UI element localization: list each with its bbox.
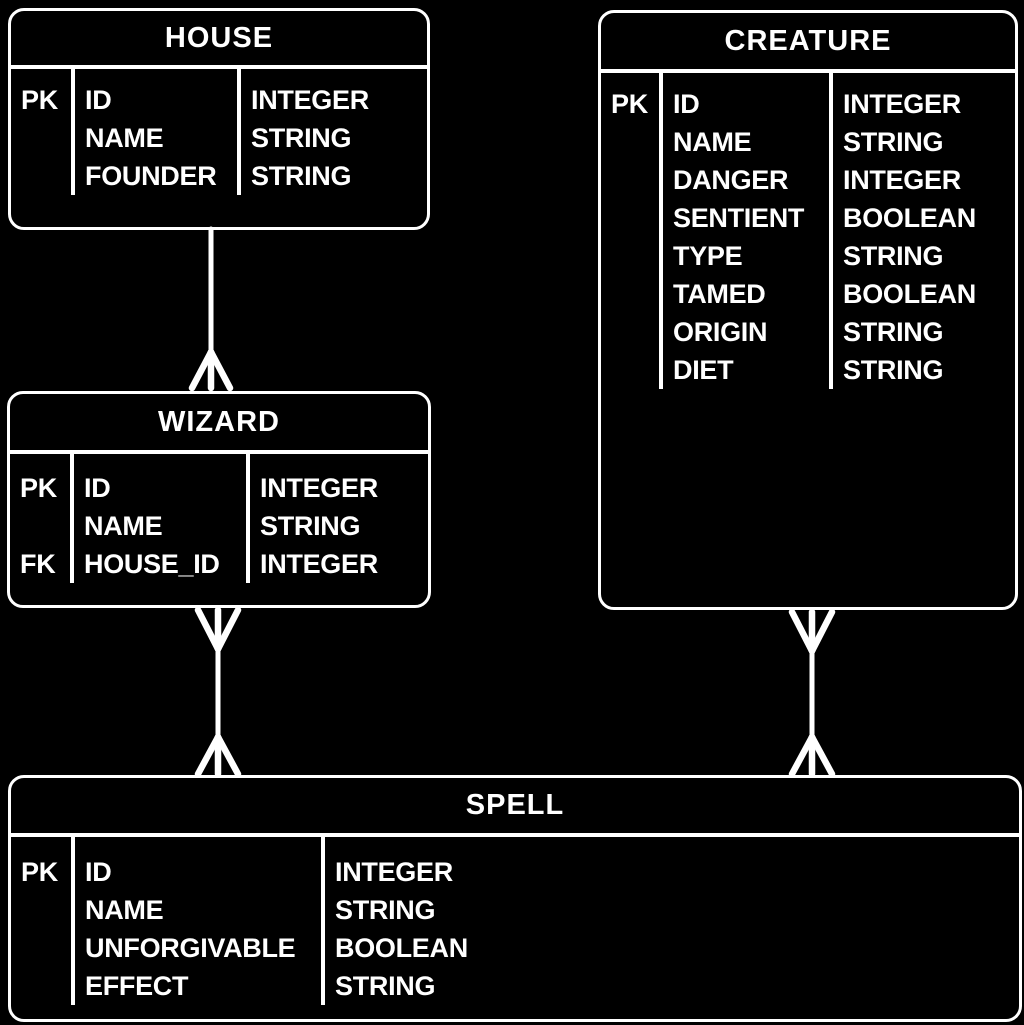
- attribute-name: NAME: [84, 511, 163, 541]
- attribute-type: INTEGER: [260, 473, 378, 503]
- attribute-name: ID: [673, 89, 700, 119]
- attribute-type: INTEGER: [335, 857, 453, 887]
- entity-attributes: PK FK ID NAME HOUSE_ID INTEGER STRING IN…: [10, 454, 428, 583]
- relationship-house-wizard: [188, 226, 234, 392]
- attribute-name: EFFECT: [85, 971, 189, 1001]
- attribute-name: ORIGIN: [673, 317, 768, 347]
- entity-title: SPELL: [11, 778, 1019, 837]
- attribute-key: [601, 351, 659, 389]
- name-column: ID NAME FOUNDER: [75, 69, 241, 195]
- attribute-type: INTEGER: [260, 549, 378, 579]
- entity-title: HOUSE: [11, 11, 427, 69]
- attribute-type: STRING: [843, 241, 944, 271]
- attribute-type: STRING: [335, 971, 436, 1001]
- attribute-key: [601, 199, 659, 237]
- attribute-type: BOOLEAN: [335, 933, 468, 963]
- entity-wizard: WIZARD PK FK ID NAME HOUSE_ID INTEGER ST…: [7, 391, 431, 608]
- attribute-type: BOOLEAN: [843, 279, 976, 309]
- attribute-key: PK: [611, 89, 648, 119]
- relationship-creature-spell: [788, 608, 836, 778]
- attribute-name: DANGER: [673, 165, 789, 195]
- attribute-key: PK: [21, 857, 58, 887]
- entity-attributes: PK ID NAME UNFORGIVABLE EFFECT INTEGER S…: [11, 837, 1019, 1005]
- entity-attributes: PK ID NAME DANGER SENTIENT TYPE TAMED OR…: [601, 73, 1015, 389]
- attribute-key: FK: [20, 549, 56, 579]
- attribute-name: FOUNDER: [85, 161, 217, 191]
- attribute-type: STRING: [260, 511, 361, 541]
- crow-foot-many-icon: [188, 348, 234, 392]
- attribute-type: STRING: [843, 355, 944, 385]
- attribute-key: [10, 507, 70, 545]
- attribute-name: TYPE: [673, 241, 743, 271]
- crow-foot-many-icon: [788, 608, 836, 655]
- attribute-key: [11, 967, 71, 1005]
- attribute-name: ID: [85, 85, 112, 115]
- attribute-name: NAME: [85, 895, 164, 925]
- attribute-name: NAME: [673, 127, 752, 157]
- attribute-name: NAME: [85, 123, 164, 153]
- type-column: INTEGER STRING STRING: [241, 69, 427, 195]
- attribute-name: SENTIENT: [673, 203, 805, 233]
- attribute-key: [11, 157, 71, 195]
- attribute-key: [11, 929, 71, 967]
- entity-spell: SPELL PK ID NAME UNFORGIVABLE EFFECT INT…: [8, 775, 1022, 1022]
- entity-creature: CREATURE PK ID NAME DANGER SENTIENT TYPE…: [598, 10, 1018, 610]
- attribute-name: DIET: [673, 355, 734, 385]
- attribute-key: [601, 161, 659, 199]
- entity-house: HOUSE PK ID NAME FOUNDER INTEGER STRING …: [8, 8, 430, 230]
- crow-foot-many-icon: [788, 733, 836, 778]
- attribute-key: PK: [20, 473, 57, 503]
- attribute-key: [601, 275, 659, 313]
- attribute-type: BOOLEAN: [843, 203, 976, 233]
- name-column: ID NAME UNFORGIVABLE EFFECT: [75, 837, 325, 1005]
- attribute-key: [601, 123, 659, 161]
- entity-title: WIZARD: [10, 394, 428, 454]
- attribute-key: [11, 119, 71, 157]
- attribute-type: STRING: [843, 127, 944, 157]
- attribute-type: STRING: [335, 895, 436, 925]
- attribute-name: HOUSE_ID: [84, 549, 220, 579]
- name-column: ID NAME DANGER SENTIENT TYPE TAMED ORIGI…: [663, 73, 833, 389]
- key-column: PK: [601, 73, 663, 389]
- attribute-name: ID: [85, 857, 112, 887]
- relationship-wizard-spell: [194, 606, 242, 778]
- key-column: PK: [11, 69, 75, 195]
- attribute-key: [601, 237, 659, 275]
- attribute-type: INTEGER: [843, 89, 961, 119]
- attribute-type: STRING: [843, 317, 944, 347]
- attribute-name: UNFORGIVABLE: [85, 933, 296, 963]
- crow-foot-many-icon: [194, 733, 242, 778]
- attribute-type: INTEGER: [251, 85, 369, 115]
- attribute-type: STRING: [251, 161, 352, 191]
- name-column: ID NAME HOUSE_ID: [74, 454, 250, 583]
- entity-attributes: PK ID NAME FOUNDER INTEGER STRING STRING: [11, 69, 427, 195]
- type-column: INTEGER STRING BOOLEAN STRING: [325, 837, 1019, 1005]
- attribute-key: PK: [21, 85, 58, 115]
- type-column: INTEGER STRING INTEGER BOOLEAN STRING BO…: [833, 73, 1015, 389]
- attribute-key: [11, 891, 71, 929]
- attribute-key: [601, 313, 659, 351]
- attribute-type: STRING: [251, 123, 352, 153]
- key-column: PK FK: [10, 454, 74, 583]
- type-column: INTEGER STRING INTEGER: [250, 454, 428, 583]
- crow-foot-many-icon: [194, 606, 242, 653]
- attribute-name: TAMED: [673, 279, 766, 309]
- attribute-type: INTEGER: [843, 165, 961, 195]
- attribute-name: ID: [84, 473, 111, 503]
- entity-title: CREATURE: [601, 13, 1015, 73]
- key-column: PK: [11, 837, 75, 1005]
